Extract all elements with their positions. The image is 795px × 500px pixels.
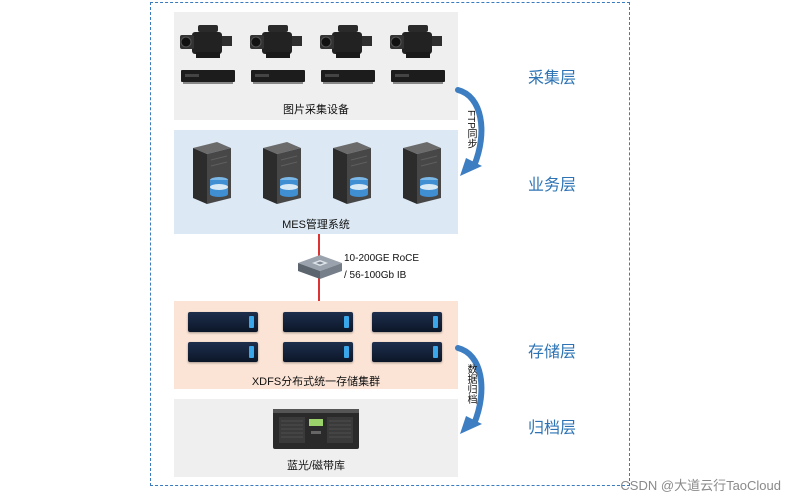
network-spec-line2: / 56-100Gb IB (344, 270, 407, 281)
ftp-sync-arrow (455, 87, 485, 176)
storage-blade-icon (283, 342, 353, 362)
data-archive-label: 数据归档 (465, 364, 476, 404)
server-database-icon (333, 142, 371, 204)
network-link-bottom (318, 278, 320, 301)
storage-blade-icon (188, 312, 258, 332)
recorder-box-icon (391, 70, 445, 84)
layer-label-capture: 采集层 (527, 70, 576, 87)
server-database-icon (193, 142, 231, 204)
storage-blade-icon (372, 342, 442, 362)
tape-library-icon (273, 409, 359, 449)
storage-blade-icon (188, 342, 258, 362)
network-link-top (318, 234, 320, 256)
server-database-icon (263, 142, 301, 204)
layer-label-archive: 归档层 (527, 420, 576, 437)
layer-label-business: 业务层 (527, 177, 576, 194)
storage-band-label: XDFS分布式统一存储集群 (251, 376, 381, 388)
storage-blade-icon (372, 312, 442, 332)
system-frame (150, 2, 630, 486)
video-camera-icon (180, 25, 232, 58)
capture-band-label: 图片采集设备 (283, 104, 349, 116)
recorder-box-icon (321, 70, 375, 84)
ftp-sync-label: FTP同步 (465, 110, 476, 149)
storage-blade-icon (283, 312, 353, 332)
network-switch-icon (298, 255, 342, 279)
watermark: CSDN @大道云行TaoCloud (620, 478, 781, 493)
video-camera-icon (250, 25, 302, 58)
network-spec-line1: 10-200GE RoCE (344, 253, 420, 264)
recorder-box-icon (251, 70, 305, 84)
layer-label-storage: 存储层 (527, 344, 576, 361)
server-database-icon (403, 142, 441, 204)
video-camera-icon (390, 25, 442, 58)
recorder-box-icon (181, 70, 235, 84)
business-band-label: MES管理系统 (282, 219, 350, 231)
data-archive-arrow (455, 345, 485, 434)
archive-band-label: 蓝光/磁带库 (286, 460, 346, 472)
video-camera-icon (320, 25, 372, 58)
